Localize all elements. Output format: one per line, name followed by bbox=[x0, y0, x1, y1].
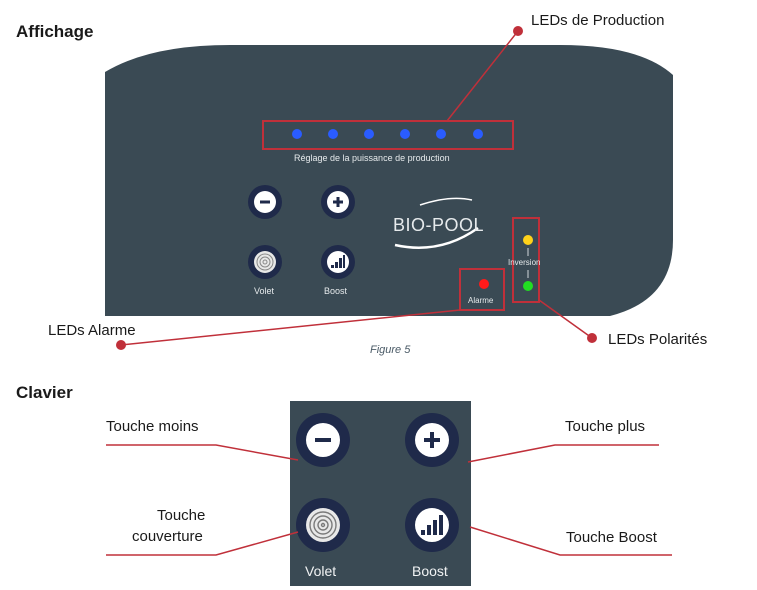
brand-swoosh-top bbox=[419, 197, 473, 206]
display-panel bbox=[105, 45, 673, 316]
plus-icon bbox=[333, 197, 343, 207]
minus-icon bbox=[315, 438, 331, 442]
production-caption: Réglage de la puissance de production bbox=[294, 153, 450, 163]
alarme-label: Alarme bbox=[468, 296, 494, 305]
callout-touche-boost: Touche Boost bbox=[566, 529, 657, 546]
spiral-icon bbox=[256, 253, 274, 271]
polarity-led-green bbox=[523, 281, 533, 291]
production-led bbox=[328, 129, 338, 139]
signal-bars-icon bbox=[421, 515, 443, 535]
signal-bars-icon bbox=[331, 255, 345, 268]
section-heading-affichage: Affichage bbox=[16, 22, 94, 41]
production-led bbox=[436, 129, 446, 139]
callout-leds-alarme: LEDs Alarme bbox=[48, 322, 136, 339]
spiral-icon bbox=[309, 511, 337, 539]
callout-dot-production bbox=[513, 26, 523, 36]
callout-leds-polarites: LEDs Polarités bbox=[608, 331, 708, 348]
alarm-led-highlight bbox=[459, 268, 505, 311]
panel-boost-label: Boost bbox=[324, 286, 348, 296]
panel-volet-button[interactable] bbox=[248, 245, 282, 279]
section-heading-clavier: Clavier bbox=[16, 383, 73, 402]
production-led bbox=[473, 129, 483, 139]
production-led bbox=[400, 129, 410, 139]
callout-touche-couverture-line2: couverture bbox=[132, 528, 203, 545]
production-led bbox=[292, 129, 302, 139]
callout-dot-alarme bbox=[116, 340, 126, 350]
polarity-leds-highlight bbox=[512, 217, 540, 303]
keypad-minus-button[interactable] bbox=[296, 413, 350, 467]
keypad-boost-button[interactable] bbox=[405, 498, 459, 552]
panel-minus-button[interactable] bbox=[248, 185, 282, 219]
keypad-volet-label: Volet bbox=[305, 563, 337, 579]
production-led bbox=[364, 129, 374, 139]
production-leds bbox=[292, 129, 483, 139]
callout-leds-production: LEDs de Production bbox=[531, 12, 665, 29]
keypad-volet-button[interactable] bbox=[296, 498, 350, 552]
callout-dot-polarites bbox=[587, 333, 597, 343]
panel-volet-label: Volet bbox=[254, 286, 275, 296]
callout-touche-moins: Touche moins bbox=[106, 418, 199, 435]
polarity-led-yellow bbox=[523, 235, 533, 245]
figure-caption: Figure 5 bbox=[370, 344, 411, 356]
brand-logo: BIO-POOL bbox=[393, 215, 485, 235]
callout-touche-plus: Touche plus bbox=[565, 418, 646, 435]
panel-boost-button[interactable] bbox=[321, 245, 355, 279]
keypad-boost-label: Boost bbox=[412, 563, 448, 579]
minus-icon bbox=[260, 200, 270, 204]
brand-swoosh bbox=[394, 226, 479, 249]
panel-plus-button[interactable] bbox=[321, 185, 355, 219]
alarm-led bbox=[479, 279, 489, 289]
inversion-label: Inversion bbox=[508, 258, 541, 267]
callout-touche-couverture-line1: Touche bbox=[157, 507, 206, 524]
keypad-plus-button[interactable] bbox=[405, 413, 459, 467]
production-leds-highlight bbox=[262, 120, 514, 150]
plus-icon bbox=[424, 432, 440, 448]
